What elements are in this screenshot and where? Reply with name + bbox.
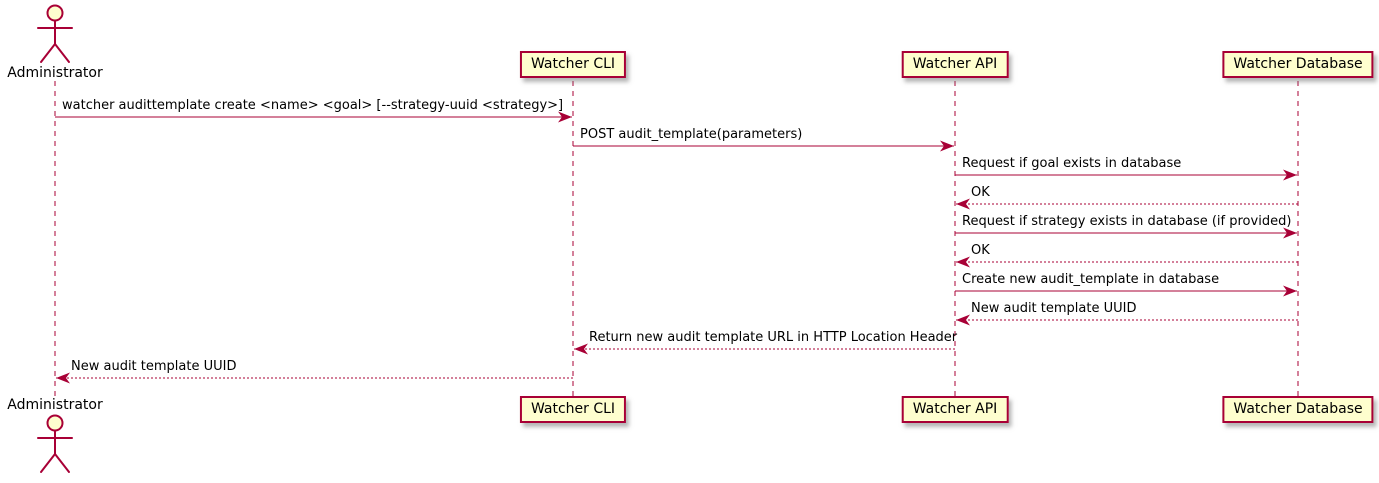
participant-box-watcher-database-top: Watcher Database [1222, 51, 1374, 78]
participant-box-watcher-api-top: Watcher API [901, 51, 1009, 78]
message-arrowhead [1283, 169, 1297, 181]
message-arrowhead [1283, 227, 1297, 239]
actor-icon-top [37, 4, 73, 63]
actor-label-top: Administrator [7, 65, 103, 81]
message-label: New audit template UUID [971, 301, 1137, 316]
participant-box-watcher-cli-bottom: Watcher CLI [519, 396, 627, 423]
participant-box-watcher-cli-top: Watcher CLI [519, 51, 627, 78]
participant-box-watcher-api-bottom: Watcher API [901, 396, 1009, 423]
message-label: Request if goal exists in database [962, 156, 1182, 171]
message-arrowhead [558, 111, 572, 123]
message-arrowhead [956, 314, 970, 326]
message-label: Create new audit_template in database [962, 272, 1220, 287]
actor-label-bottom: Administrator [7, 397, 103, 413]
actor-icon-bottom [37, 414, 73, 473]
message-label: OK [971, 185, 990, 200]
message-arrowhead [956, 256, 970, 268]
message-label: New audit template UUID [71, 359, 237, 374]
message-label: Request if strategy exists in database (… [962, 214, 1292, 229]
message-label: Return new audit template URL in HTTP Lo… [589, 330, 958, 345]
message-arrowhead [1283, 285, 1297, 297]
lifelines [54, 81, 1299, 396]
message-arrowhead [940, 140, 954, 152]
message-arrowhead [956, 198, 970, 210]
message-arrows [55, 111, 1298, 384]
participant-box-watcher-database-bottom: Watcher Database [1222, 396, 1374, 423]
message-label: POST audit_template(parameters) [580, 127, 803, 142]
message-arrowhead [56, 372, 70, 384]
message-label: watcher audittemplate create <name> <goa… [62, 98, 564, 113]
message-label: OK [971, 243, 990, 258]
message-arrowhead [574, 343, 588, 355]
